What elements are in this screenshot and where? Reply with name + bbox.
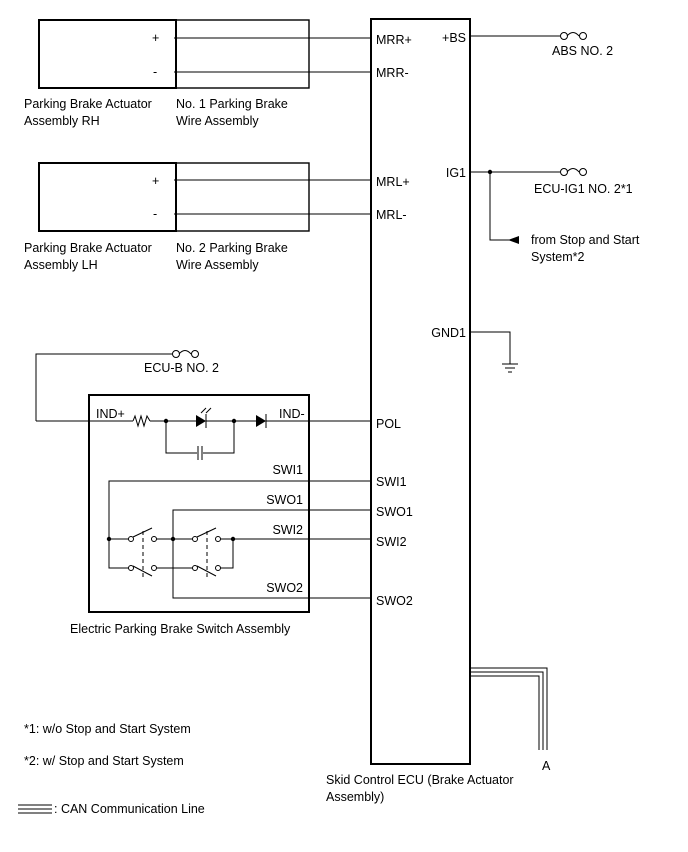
pin-mrl-minus: MRL- [376, 208, 407, 222]
arrow-left-icon [508, 236, 519, 244]
ecu-b-circuit: ECU-B NO. 2 [35, 350, 219, 421]
rh-wire-assembly-box [175, 19, 310, 89]
switch-contact-icon [128, 565, 157, 577]
wire-stop-start [489, 172, 512, 241]
abs-fuse-circuit: ABS NO. 2 [470, 32, 613, 58]
wire-capacitor [203, 421, 235, 454]
pin-mrr-minus: MRR- [376, 66, 409, 80]
fuse-icon [566, 32, 580, 37]
pin-ig1: IG1 [446, 166, 466, 180]
fuse-abs-label: ABS NO. 2 [552, 44, 613, 58]
pin-swi1: SWI1 [376, 475, 407, 489]
fuse-terminal-icon [579, 32, 587, 40]
ecu-label-2: Assembly) [326, 790, 384, 804]
switch-assembly-box [88, 394, 310, 613]
fuse-terminal-icon [172, 350, 180, 358]
ecu-label-1: Skid Control ECU (Brake Actuator [326, 773, 514, 787]
swi2-label: SWI2 [272, 523, 303, 537]
ground-icon [502, 363, 518, 373]
lh-minus-terminal: - [153, 207, 157, 221]
rh-actuator-label-2: Assembly RH [24, 114, 100, 128]
light-ray-icon [200, 407, 207, 414]
wire-capacitor [165, 421, 197, 454]
wire-swi2 [219, 538, 372, 569]
ig1-circuit: ECU-IG1 NO. 2*1 from Stop and Start Syst… [470, 168, 640, 264]
lh-wire-assembly-box [175, 162, 310, 232]
swo2-label: SWO2 [266, 581, 303, 595]
stop-start-label-2: System*2 [531, 250, 585, 264]
gnd1-circuit [470, 331, 518, 373]
rh-plus-terminal: + [152, 31, 159, 45]
swi1-label: SWI1 [272, 463, 303, 477]
ecu-box [370, 18, 471, 765]
resistor-icon [132, 414, 151, 428]
ind-minus-label: IND- [279, 407, 305, 421]
wire-swo2 [172, 568, 372, 599]
note-2: *2: w/ Stop and Start System [24, 754, 184, 768]
ecu-group: MRR+ MRR- MRL+ MRL- POL SWI1 SWO1 SWI2 S… [326, 18, 514, 804]
can-legend-label: : CAN Communication Line [54, 802, 205, 816]
lh-wire-label-1: No. 2 Parking Brake [176, 241, 288, 255]
rh-minus-terminal: - [153, 65, 157, 79]
pin-pol: POL [376, 417, 401, 431]
diode-icon [256, 415, 266, 427]
fuse-terminal-icon [560, 32, 568, 40]
pin-mrr-plus: MRR+ [376, 33, 412, 47]
light-ray-icon [205, 407, 212, 414]
can-lines: A [470, 667, 551, 773]
pin-swo1: SWO1 [376, 505, 413, 519]
pin-mrl-plus: MRL+ [376, 175, 410, 189]
switch-assembly-label: Electric Parking Brake Switch Assembly [70, 622, 291, 636]
rh-actuator-group: + - Parking Brake Actuator Assembly RH N… [24, 19, 372, 128]
switch-contact-icon [192, 565, 221, 577]
can-line-wire [470, 667, 548, 750]
rh-wire-label-1: No. 1 Parking Brake [176, 97, 288, 111]
fuse-terminal-icon [191, 350, 199, 358]
note-1: *1: w/o Stop and Start System [24, 722, 191, 736]
fuse-terminal-icon [579, 168, 587, 176]
switch-contact-icon [128, 527, 157, 542]
fuse-ecu-b-label: ECU-B NO. 2 [144, 361, 219, 375]
lh-wire-label-2: Wire Assembly [176, 258, 259, 272]
rh-actuator-label-1: Parking Brake Actuator [24, 97, 152, 111]
fuse-icon [566, 168, 580, 173]
swo1-label: SWO1 [266, 493, 303, 507]
wire-swo1 [172, 509, 372, 568]
lh-actuator-group: + - Parking Brake Actuator Assembly LH N… [24, 162, 372, 272]
fuse-terminal-icon [560, 168, 568, 176]
can-line-wire [470, 671, 544, 750]
fuse-ecu-ig1-label: ECU-IG1 NO. 2*1 [534, 182, 633, 196]
wire-swi1 [108, 480, 372, 569]
pin-swo2: SWO2 [376, 594, 413, 608]
can-line-wire [470, 675, 540, 750]
connector-a-label: A [542, 759, 551, 773]
pin-swi2: SWI2 [376, 535, 407, 549]
can-legend-icon [18, 804, 52, 814]
fuse-icon [178, 350, 192, 355]
switch-assembly-group: IND+ IND- SWI1 SWO1 SWI2 SWO2 [36, 394, 372, 636]
ind-plus-label: IND+ [96, 407, 125, 421]
stop-start-label-1: from Stop and Start [531, 233, 640, 247]
lh-actuator-label-2: Assembly LH [24, 258, 98, 272]
led-icon [196, 415, 206, 427]
lh-actuator-label-1: Parking Brake Actuator [24, 241, 152, 255]
pin-gnd1: GND1 [431, 326, 466, 340]
rh-wire-label-2: Wire Assembly [176, 114, 259, 128]
pin-plus-bs: +BS [442, 31, 466, 45]
wire-ecu-b [35, 353, 172, 421]
wire-gnd1 [470, 331, 511, 364]
lh-plus-terminal: + [152, 174, 159, 188]
